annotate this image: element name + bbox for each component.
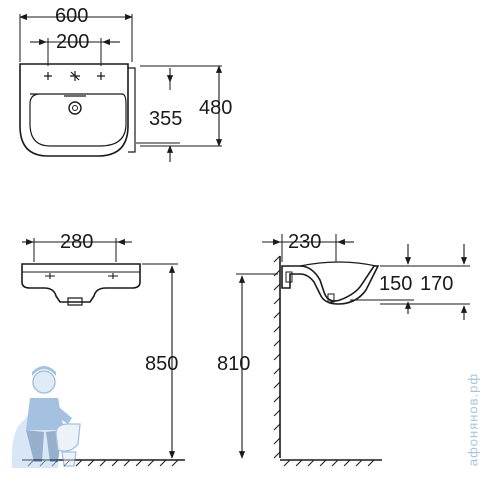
label-810: 810 <box>217 353 250 375</box>
label-150: 150 <box>379 273 412 295</box>
front-view <box>21 238 185 467</box>
basin-outline-front <box>21 263 141 303</box>
watermark: афонянов.рф <box>463 372 483 472</box>
label-355: 355 <box>149 108 182 130</box>
label-600: 600 <box>55 5 88 27</box>
label-230: 230 <box>288 231 321 253</box>
label-170: 170 <box>420 273 453 295</box>
basin-bowl-top <box>29 93 127 147</box>
floor-hatch-side <box>283 459 375 467</box>
side-view <box>236 234 470 467</box>
label-280: 280 <box>60 231 93 253</box>
wall-hatch <box>273 255 281 459</box>
drain-circle <box>68 101 82 115</box>
tap-hole-marks <box>44 71 105 81</box>
basin-outline-top <box>19 63 129 157</box>
plumber-mascot-logo <box>11 366 81 468</box>
basin-outline-side <box>281 265 380 305</box>
top-view <box>19 13 223 162</box>
watermark-text: афонянов.рф <box>465 372 481 467</box>
label-200: 200 <box>56 31 89 53</box>
label-850: 850 <box>145 353 178 375</box>
label-480: 480 <box>199 97 232 119</box>
